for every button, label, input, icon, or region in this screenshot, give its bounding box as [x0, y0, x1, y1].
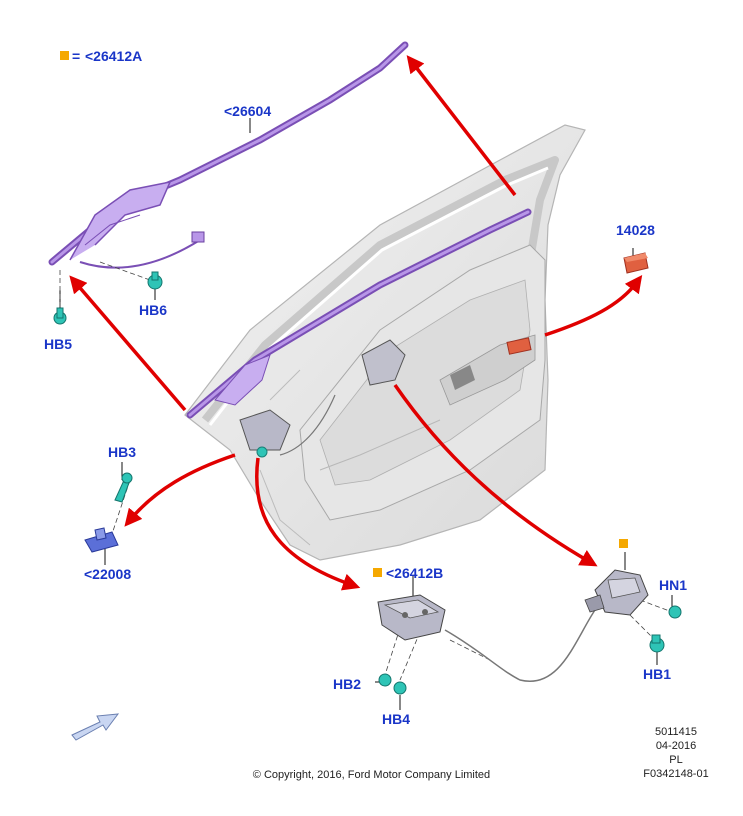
part-22008-striker	[84, 527, 119, 553]
copyright: © Copyright, 2016, Ford Motor Company Li…	[252, 769, 491, 781]
label-hb3: HB3	[108, 444, 137, 460]
clip-hb4	[393, 681, 407, 695]
latch-in-door	[239, 409, 291, 458]
clip-hb5	[53, 307, 67, 325]
actuator-in-door	[279, 339, 406, 456]
belt-weatherstrip	[186, 208, 532, 419]
legend-equals: =	[72, 48, 81, 64]
label-hb5: HB5	[44, 336, 73, 352]
part-14028-switch	[623, 252, 649, 274]
upper-weatherstrip	[48, 41, 409, 269]
ref-line-3: PL	[669, 754, 683, 766]
marker-actuator	[619, 539, 628, 548]
label-hb6: HB6	[139, 302, 168, 318]
front-direction-arrow	[71, 713, 120, 741]
label-22008: <22008	[84, 566, 132, 582]
part-26412b-latch	[377, 594, 446, 641]
legend-code: <26412A	[85, 48, 143, 64]
clip-hb3	[114, 472, 133, 503]
clip-hb1	[649, 634, 665, 653]
label-hb2: HB2	[333, 676, 362, 692]
clip-hb6	[147, 271, 163, 290]
release-cable	[444, 609, 596, 683]
ref-line-2: 04-2016	[655, 740, 697, 752]
label-26412b: <26412B	[386, 565, 444, 581]
window-switch-in-door	[506, 337, 532, 355]
clip-hb2	[378, 673, 392, 687]
marker-26412b	[373, 568, 382, 577]
explode-arrows	[69, 55, 643, 591]
label-14028: 14028	[616, 222, 655, 238]
label-26604: <26604	[224, 103, 272, 119]
label-hn1: HN1	[659, 577, 688, 593]
clip-hn1	[668, 605, 682, 619]
part-actuator-assembly	[584, 569, 649, 616]
ref-line-1: 5011415	[654, 726, 697, 738]
label-hb1: HB1	[643, 666, 672, 682]
label-hb4: HB4	[382, 711, 411, 727]
legend-marker	[60, 51, 69, 60]
ref-line-4: F0342148-01	[643, 768, 709, 780]
